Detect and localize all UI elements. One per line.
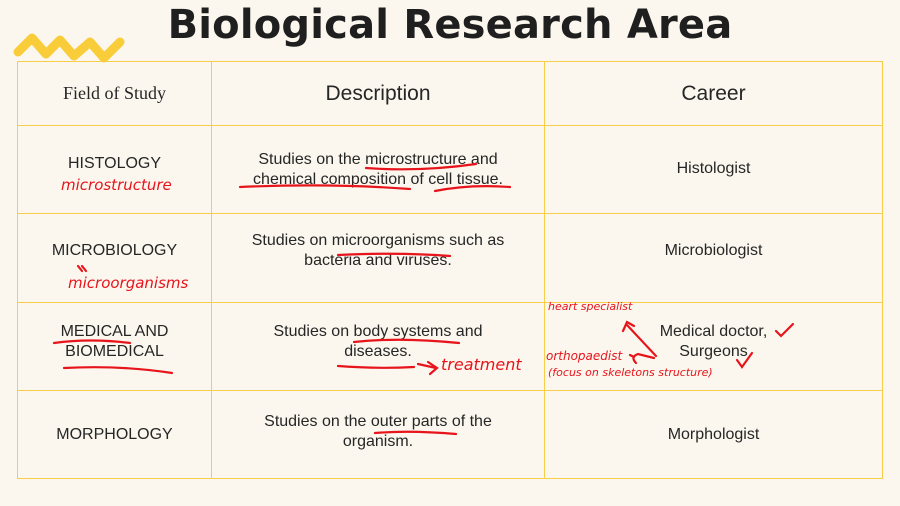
field-cell: MICROBIOLOGY: [17, 213, 212, 303]
table-header-row: Field of Study Description Career: [17, 61, 883, 126]
annotation-microorganisms: microorganisms: [68, 274, 189, 292]
annotation-heart-specialist: heart specialist: [548, 300, 633, 313]
description-cell: Studies on the microstructure and chemic…: [211, 125, 545, 214]
header-description: Description: [211, 61, 545, 126]
annotation-treatment: treatment: [441, 355, 522, 374]
research-area-table: Field of Study Description Career HISTOL…: [17, 61, 883, 479]
description-cell: Studies on body systems and diseases.: [211, 302, 545, 391]
header-career: Career: [544, 61, 883, 126]
career-cell: Microbiologist: [544, 213, 883, 303]
zigzag-decoration-icon: [13, 33, 125, 63]
field-cell: HISTOLOGY: [17, 125, 212, 214]
header-field-of-study: Field of Study: [17, 61, 212, 126]
description-cell: Studies on microorganisms such as bacter…: [211, 213, 545, 303]
annotation-skeleton-focus: (focus on skeletons structure): [548, 366, 713, 379]
page-title: Biological Research Area: [167, 2, 733, 48]
career-cell: Morphologist: [544, 390, 883, 479]
table-row: MEDICAL AND BIOMEDICAL Studies on body s…: [17, 302, 883, 391]
career-cell: Histologist: [544, 125, 883, 214]
annotation-orthopaedist: orthopaedist: [546, 349, 623, 363]
field-cell: MORPHOLOGY: [17, 390, 212, 479]
description-cell: Studies on the outer parts of the organi…: [211, 390, 545, 479]
table-row: MORPHOLOGY Studies on the outer parts of…: [17, 390, 883, 479]
field-cell: MEDICAL AND BIOMEDICAL: [17, 302, 212, 391]
annotation-microstructure: microstructure: [61, 176, 172, 194]
table-row: HISTOLOGY Studies on the microstructure …: [17, 125, 883, 214]
